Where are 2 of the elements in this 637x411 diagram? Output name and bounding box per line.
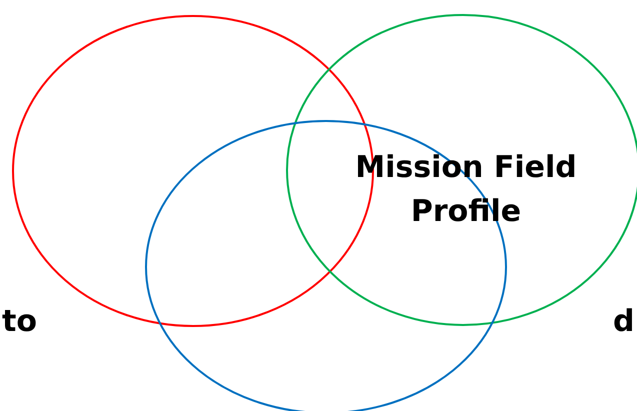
text-fragment: to	[2, 303, 37, 341]
text-fragment: d	[613, 303, 634, 341]
